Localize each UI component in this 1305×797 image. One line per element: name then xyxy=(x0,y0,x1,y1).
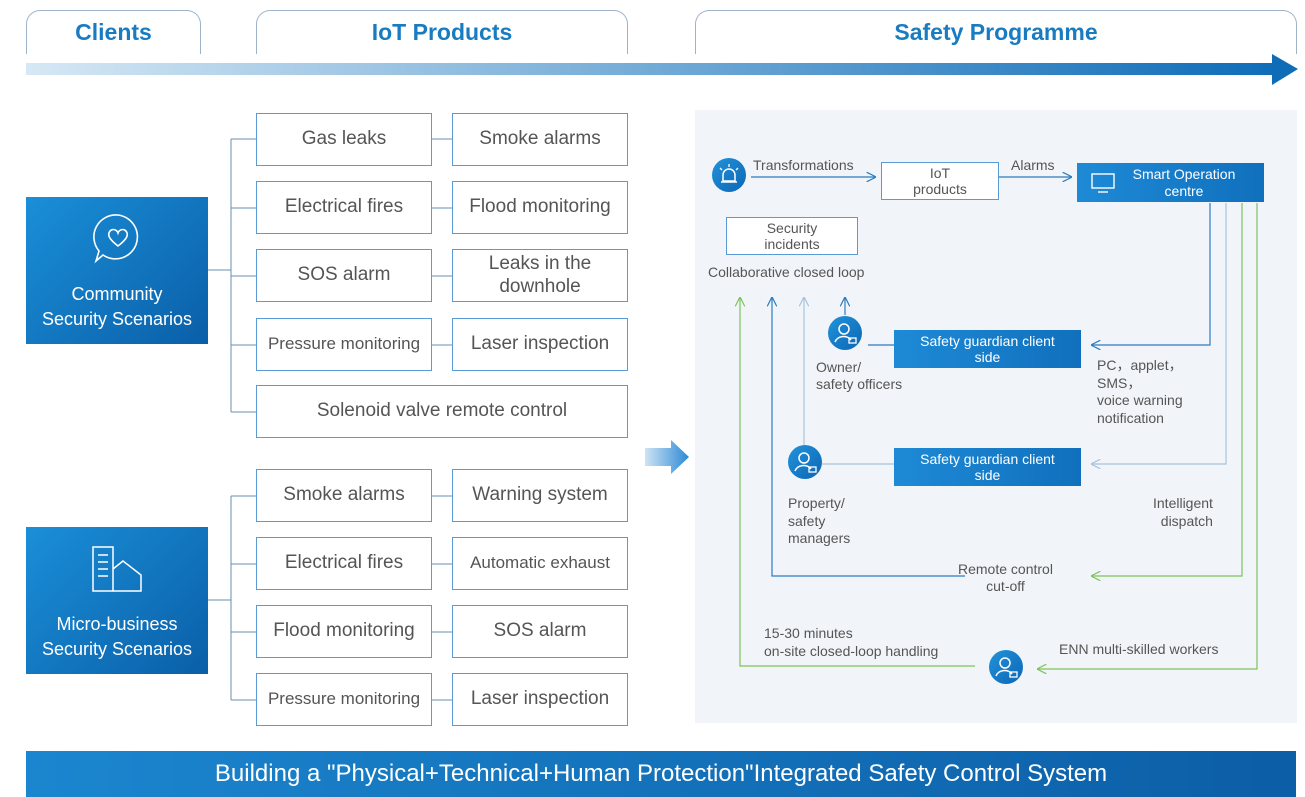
worker-person-icon xyxy=(989,650,1023,684)
safety-guardian-client-2[interactable]: Safety guardian client side xyxy=(894,448,1081,486)
product-label: Flood monitoring xyxy=(273,620,415,642)
safety-programme-panel xyxy=(695,110,1297,723)
product-label: Automatic exhaust xyxy=(470,553,610,573)
product-gas-leaks[interactable]: Gas leaks xyxy=(256,113,432,166)
heart-chat-icon xyxy=(93,214,139,264)
safety-guardian-client-1[interactable]: Safety guardian client side xyxy=(894,330,1081,368)
property-managers-label: Property/ safety managers xyxy=(788,495,851,546)
product-label: Electrical fires xyxy=(284,552,404,574)
product-label: Smoke alarms xyxy=(283,484,405,506)
bottom-banner: Building a "Physical+Technical+Human Pro… xyxy=(26,751,1296,797)
product-label: Laser inspection xyxy=(470,333,610,355)
product-warning-system[interactable]: Warning system xyxy=(452,469,628,522)
product-label: Laser inspection xyxy=(470,688,610,710)
property-person-icon xyxy=(788,445,822,479)
owner-person-icon xyxy=(828,316,862,350)
product-label: SOS alarm xyxy=(297,264,391,286)
product-label: Pressure monitoring xyxy=(267,689,421,709)
monitor-icon xyxy=(1091,173,1115,193)
flow-chevron-arrow xyxy=(645,440,689,474)
product-solenoid-valve[interactable]: Solenoid valve remote control xyxy=(256,385,628,438)
tab-iot-products[interactable]: IoT Products xyxy=(256,10,628,54)
notification-channels-label: PC，applet， SMS， voice warning notificati… xyxy=(1097,357,1183,426)
enn-workers-label: ENN multi-skilled workers xyxy=(1059,641,1219,657)
guardian-2-label: Safety guardian client side xyxy=(920,450,1055,483)
product-automatic-exhaust[interactable]: Automatic exhaust xyxy=(452,537,628,590)
iot-products-box[interactable]: IoT products xyxy=(881,162,999,200)
smart-operation-centre-box[interactable]: Smart Operation centre xyxy=(1077,163,1264,202)
onsite-handling-label: 15-30 minutes on-site closed-loop handli… xyxy=(764,625,939,660)
product-label: Leaks in the downhole xyxy=(488,252,592,297)
product-label: Smoke alarms xyxy=(479,128,601,150)
product-label: Gas leaks xyxy=(301,128,387,150)
community-scenario-title: Community Security Scenarios xyxy=(41,283,193,329)
product-electrical-fires[interactable]: Electrical fires xyxy=(256,537,432,590)
product-sos-alarm[interactable]: SOS alarm xyxy=(452,605,628,658)
security-incidents-box[interactable]: Security incidents xyxy=(726,217,858,255)
product-pressure-monitoring[interactable]: Pressure monitoring xyxy=(256,318,432,371)
owner-label: Owner/ safety officers xyxy=(816,359,903,392)
product-label: Electrical fires xyxy=(284,196,404,218)
tab-clients[interactable]: Clients xyxy=(26,10,201,54)
tab-clients-label: Clients xyxy=(75,19,152,45)
transformations-label: Transformations xyxy=(753,157,854,173)
building-icon xyxy=(92,546,142,592)
product-laser-inspection[interactable]: Laser inspection xyxy=(452,318,628,371)
product-label: Solenoid valve remote control xyxy=(316,400,568,422)
product-pressure-monitoring[interactable]: Pressure monitoring xyxy=(256,673,432,726)
product-electrical-fires[interactable]: Electrical fires xyxy=(256,181,432,234)
product-label: Warning system xyxy=(472,484,608,506)
product-smoke-alarms[interactable]: Smoke alarms xyxy=(256,469,432,522)
product-smoke-alarms[interactable]: Smoke alarms xyxy=(452,113,628,166)
micro-business-scenario-title: Micro-business Security Scenarios xyxy=(41,613,193,659)
intelligent-dispatch-label: Intelligent dispatch xyxy=(1153,495,1213,529)
banner-text: Building a "Physical+Technical+Human Pro… xyxy=(214,760,1108,787)
tab-safety-programme[interactable]: Safety Programme xyxy=(695,10,1297,54)
alarms-label: Alarms xyxy=(1011,157,1055,173)
product-laser-inspection[interactable]: Laser inspection xyxy=(452,673,628,726)
product-label: Flood monitoring xyxy=(469,196,611,218)
smart-operation-centre-label: Smart Operation centre xyxy=(1132,166,1236,199)
product-label: SOS alarm xyxy=(493,620,587,642)
product-label: Pressure monitoring xyxy=(267,334,421,354)
tree-connectors xyxy=(208,138,452,701)
guardian-1-label: Safety guardian client side xyxy=(920,332,1055,365)
remote-control-cutoff-label: Remote control cut-off xyxy=(958,561,1053,594)
timeline-arrow xyxy=(26,54,1298,85)
micro-business-scenario-card[interactable]: Micro-business Security Scenarios xyxy=(26,527,208,674)
alarm-icon xyxy=(712,158,746,192)
community-scenario-card[interactable]: Community Security Scenarios xyxy=(26,197,208,344)
product-flood-monitoring[interactable]: Flood monitoring xyxy=(452,181,628,234)
tab-safety-programme-label: Safety Programme xyxy=(894,19,1098,45)
security-incidents-label: Security incidents xyxy=(764,219,820,252)
product-leaks-downhole[interactable]: Leaks in the downhole xyxy=(452,249,628,302)
product-sos-alarm[interactable]: SOS alarm xyxy=(256,249,432,302)
tab-iot-products-label: IoT Products xyxy=(371,19,513,45)
product-flood-monitoring[interactable]: Flood monitoring xyxy=(256,605,432,658)
iot-products-label: IoT products xyxy=(913,164,967,197)
collaborative-loop-label: Collaborative closed loop xyxy=(708,264,865,280)
